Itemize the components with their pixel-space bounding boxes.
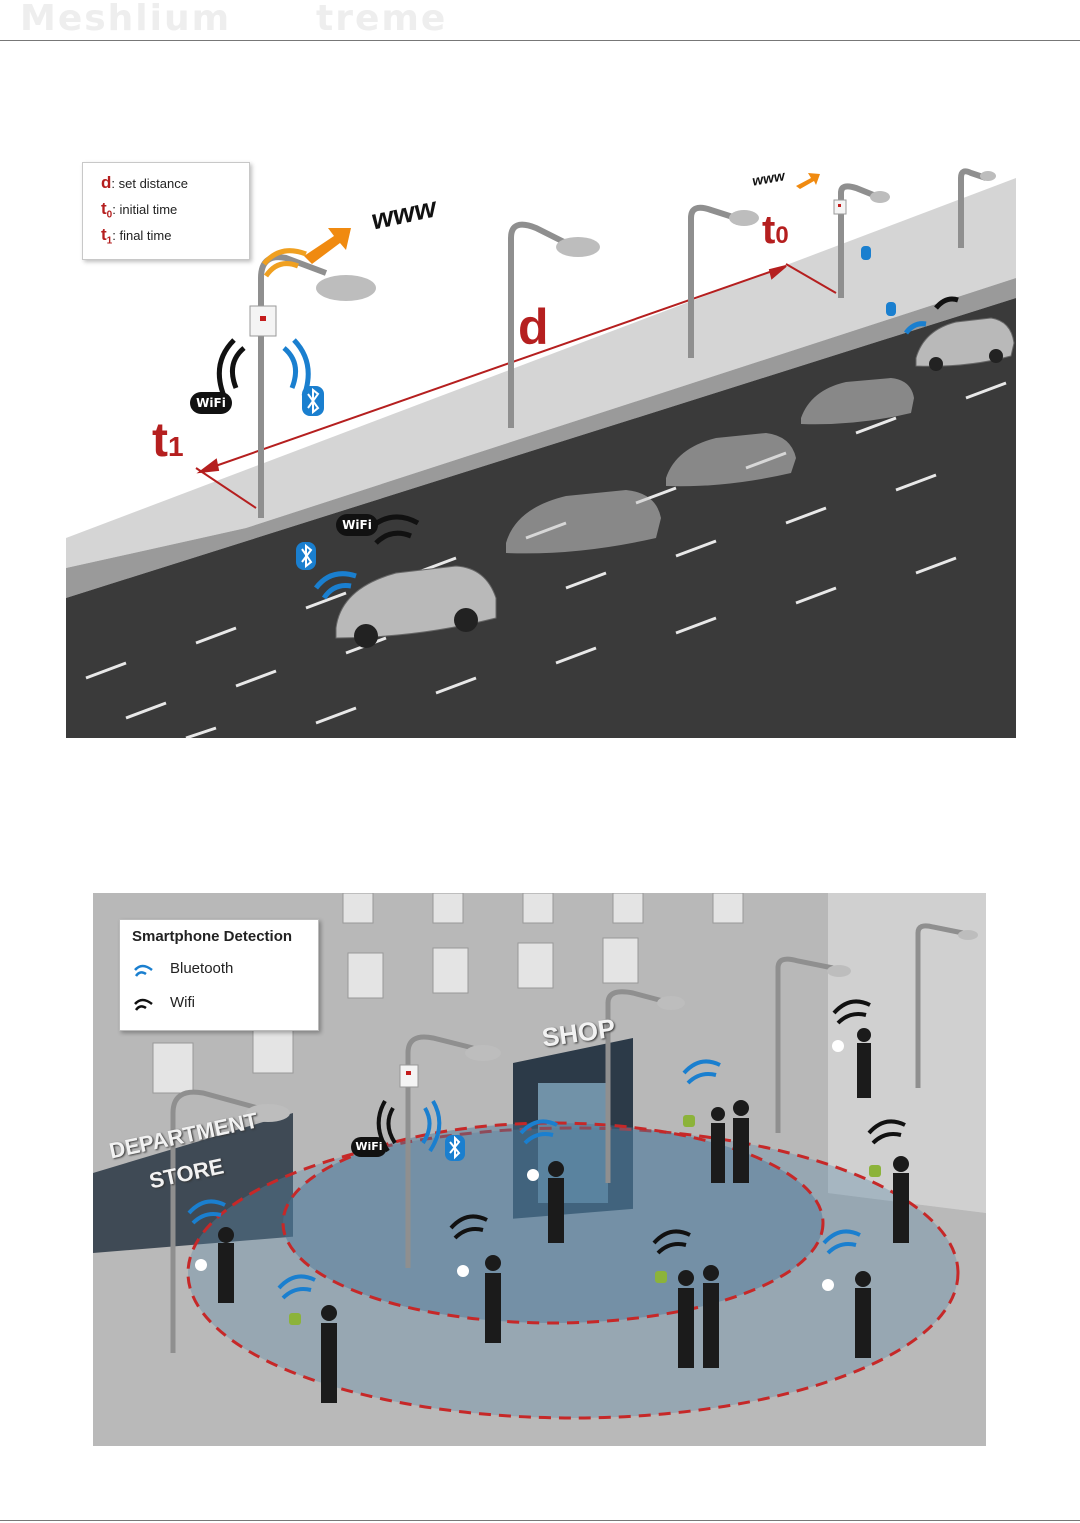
department-store-front	[93, 1113, 293, 1253]
car-blurred-3	[801, 378, 914, 425]
android-icons	[289, 1115, 881, 1325]
car-blurred-2	[666, 433, 796, 487]
street-lamps	[170, 923, 964, 1353]
uplink-arrow-near	[304, 228, 351, 264]
lane-markings	[85, 381, 1007, 738]
label-d: d	[518, 299, 549, 355]
car-near	[335, 565, 497, 648]
legend-item-bluetooth: Bluetooth	[132, 958, 233, 980]
building-windows	[152, 893, 744, 1094]
legend-title: Smartphone Detection	[132, 928, 293, 945]
outer-detection-zone	[186, 1126, 960, 1420]
lamp-heads	[246, 930, 978, 1122]
sidewalk	[66, 178, 1016, 568]
wifi-badge-pole: WiFi	[190, 392, 232, 414]
label-t0: t0	[762, 208, 789, 252]
wifi-signal-icon	[134, 998, 153, 1011]
footer-divider	[0, 1520, 1080, 1521]
uplink-signal-near	[262, 248, 307, 278]
brand-name-left: Meshlium	[20, 0, 232, 39]
lamp-heads	[316, 171, 996, 301]
car-far	[915, 317, 1015, 371]
legend-label-bluetooth: Bluetooth	[170, 960, 234, 977]
sidewalk	[93, 1193, 986, 1446]
legend-item-wifi: Wifi	[132, 992, 195, 1014]
bluetooth-signal-icon	[134, 964, 153, 977]
traffic-detection-figure: d: set distance t0: initial time t1: fin…	[66, 158, 1016, 738]
sensor-box	[399, 1064, 419, 1088]
pedestrians	[218, 1028, 909, 1403]
smartphone-detection-figure: DEPARTMENT STORE SHOP WiFi Smartphone De…	[93, 893, 986, 1446]
legend-label-wifi: Wifi	[170, 994, 195, 1011]
curb	[66, 278, 1016, 598]
wifi-badge: WiFi	[351, 1137, 387, 1157]
legend-item-initial-time: t0: initial time	[101, 199, 178, 221]
apple-icons	[195, 1040, 844, 1291]
uplink-arrow-far	[796, 173, 820, 189]
distance-line	[195, 263, 837, 509]
legend-item-final-time: t1: final time	[101, 225, 172, 247]
traffic-scene	[66, 168, 1016, 738]
smartphone-detection-legend: Smartphone Detection Bluetooth Wifi	[119, 919, 319, 1031]
brand-name-right: treme	[316, 0, 448, 39]
header-divider	[0, 40, 1080, 41]
page-header: Meshlium treme	[0, 0, 1080, 42]
phone-signal-arcs	[187, 999, 906, 1300]
wifi-badge-car: WiFi	[336, 514, 378, 536]
car-blurred-1	[506, 490, 661, 554]
legend-item-distance: d: set distance	[101, 173, 188, 192]
label-t1: t1	[152, 414, 184, 467]
distance-legend: d: set distance t0: initial time t1: fin…	[82, 162, 250, 260]
